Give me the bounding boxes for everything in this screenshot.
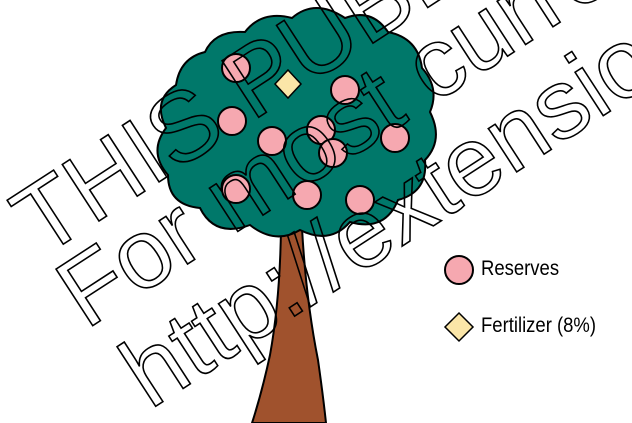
legend-fertilizer-label: Fertilizer (8%) xyxy=(481,314,596,338)
legend-reserves-icon xyxy=(445,256,473,284)
legend-fertilizer-icon xyxy=(445,313,473,341)
legend-reserves-label: Reserves xyxy=(481,257,559,281)
